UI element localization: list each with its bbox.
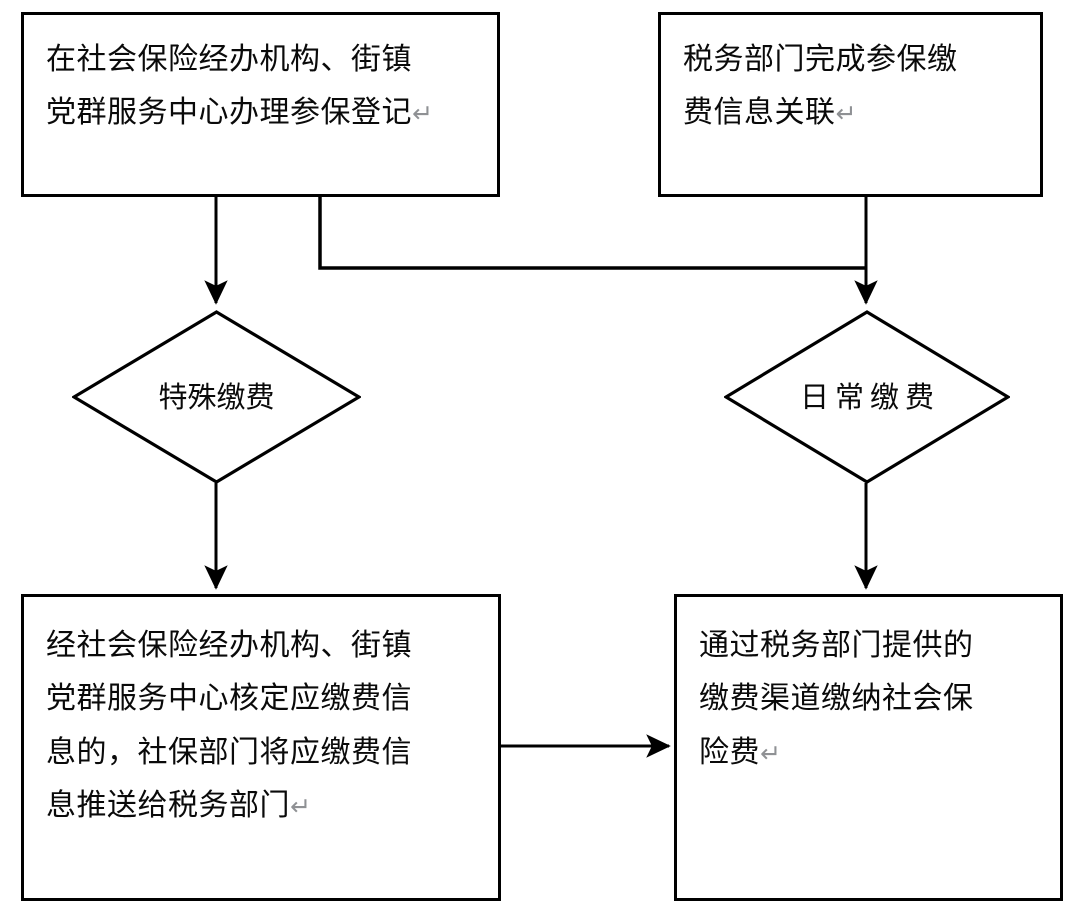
node-decision-left[interactable]: 特殊缴费	[72, 310, 361, 484]
node-bottom-left-label: 经社会保险经办机构、街镇 党群服务中心核定应缴费信 息的，社保部门将应缴费信 息…	[46, 628, 412, 824]
pilcrow-icon: ↵	[835, 99, 857, 129]
node-decision-left-label: 特殊缴费	[158, 379, 275, 414]
pilcrow-icon: ↵	[412, 99, 434, 129]
node-bottom-left[interactable]: 经社会保险经办机构、街镇 党群服务中心核定应缴费信 息的，社保部门将应缴费信 息…	[21, 594, 501, 901]
node-top-left-label: 在社会保险经办机构、街镇 党群服务中心办理参保登记↵	[46, 42, 434, 131]
node-decision-right[interactable]: 日常缴费	[724, 310, 1010, 484]
node-bottom-right-label: 通过税务部门提供的 缴费渠道缴纳社会保 险费↵	[699, 628, 974, 770]
node-top-right-label: 税务部门完成参保缴 费信息关联↵	[683, 42, 958, 131]
diamond-shape-left	[72, 310, 361, 484]
node-top-right[interactable]: 税务部门完成参保缴 费信息关联↵	[658, 12, 1043, 197]
pilcrow-icon: ↵	[290, 792, 312, 822]
edge-topleft-to-decision-right	[318, 197, 866, 270]
diamond-shape-right	[724, 310, 1010, 484]
node-top-left[interactable]: 在社会保险经办机构、街镇 党群服务中心办理参保登记↵	[21, 12, 500, 197]
node-bottom-right[interactable]: 通过税务部门提供的 缴费渠道缴纳社会保 险费↵	[674, 594, 1063, 901]
node-decision-right-label: 日常缴费	[799, 379, 940, 414]
pilcrow-icon: ↵	[760, 738, 782, 768]
